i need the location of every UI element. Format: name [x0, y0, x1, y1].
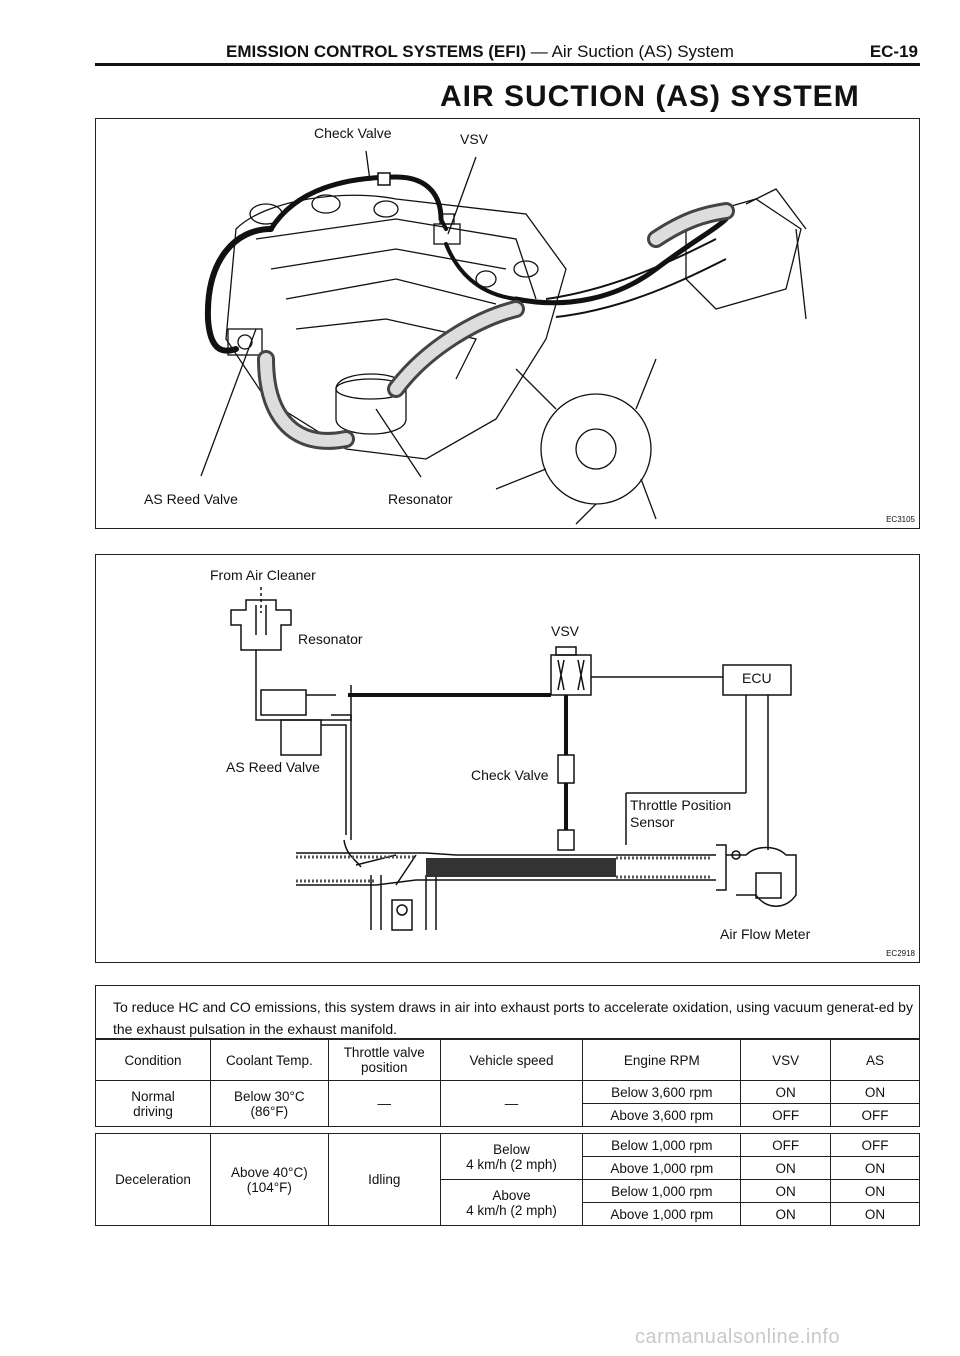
label-resonator-2: Resonator [298, 631, 363, 647]
label-resonator: Resonator [388, 491, 453, 507]
label-check-valve: Check Valve [314, 125, 392, 141]
label-throttle-position-sensor-line2: Sensor [630, 814, 675, 830]
as-cell: ON [830, 1080, 920, 1104]
as-cell: ON [830, 1179, 920, 1203]
table-row: Above 1,000 rpm ON ON [96, 1202, 920, 1226]
page-title: AIR SUCTION (AS) SYSTEM [440, 80, 860, 113]
rpm-cell: Above 1,000 rpm [582, 1156, 742, 1180]
as-cell: ON [830, 1156, 920, 1180]
as-cell: OFF [830, 1133, 920, 1157]
rpm-cell: Below 3,600 rpm [582, 1080, 742, 1104]
normal-throttle: — [327, 1080, 441, 1127]
label-throttle-position-sensor-line1: Throttle Position [630, 797, 732, 813]
table-row: Above 1,000 rpm ON ON [96, 1156, 920, 1180]
header-subsection: — Air Suction (AS) System [530, 42, 734, 61]
table-row: Deceleration Above 40°C)(104°F) Idling B… [95, 1133, 920, 1226]
vsv-cell: OFF [740, 1133, 832, 1157]
header-section: EMISSION CONTROL SYSTEMS (EFI) [226, 42, 527, 61]
label-vsv-2: VSV [551, 623, 580, 639]
header-engine-rpm: Engine RPM [582, 1039, 742, 1081]
decel-condition: Deceleration [95, 1133, 211, 1226]
watermark: carmanualsonline.info [635, 1326, 841, 1348]
normal-speed: — [439, 1080, 584, 1127]
rpm-cell: Below 1,000 rpm [582, 1179, 742, 1203]
label-as-reed-valve-2: AS Reed Valve [226, 759, 320, 775]
running-header: EMISSION CONTROL SYSTEMS (EFI) — Air Suc… [226, 42, 734, 62]
as-cell: OFF [830, 1103, 920, 1127]
vsv-cell: ON [740, 1202, 832, 1226]
as-cell: ON [830, 1202, 920, 1226]
vsv-cell: ON [740, 1179, 832, 1203]
figure-code-2: EC2918 [886, 949, 915, 958]
rpm-cell: Above 3,600 rpm [582, 1103, 742, 1127]
engine-illustration-figure: Check Valve VSV AS Reed Valve Resonator … [95, 118, 920, 529]
table-separator [95, 1126, 920, 1134]
system-schematic-figure: From Air Cleaner Resonator VSV ECU AS Re… [95, 554, 920, 963]
label-from-air-cleaner: From Air Cleaner [210, 567, 316, 583]
vsv-cell: ON [740, 1080, 832, 1104]
header-coolant-temp: Coolant Temp. [209, 1039, 329, 1081]
label-air-flow-meter: Air Flow Meter [720, 926, 811, 942]
description-box [95, 985, 920, 1039]
header-rule [95, 63, 920, 66]
label-vsv: VSV [460, 131, 489, 147]
system-schematic [230, 587, 797, 931]
page-number: EC-19 [869, 42, 918, 61]
decel-throttle: Idling [327, 1133, 441, 1226]
table-row: Above 3,600 rpm OFF OFF [96, 1103, 920, 1127]
label-ecu: ECU [742, 670, 772, 686]
label-check-valve-2: Check Valve [471, 767, 549, 783]
decel-coolant: Above 40°C)(104°F) [209, 1133, 329, 1226]
label-as-reed-valve: AS Reed Valve [144, 491, 238, 507]
header-vehicle-speed: Vehicle speed [439, 1039, 584, 1081]
figure-code: EC3105 [886, 515, 915, 524]
header-vsv: VSV [740, 1039, 832, 1081]
rpm-cell: Above 1,000 rpm [582, 1202, 742, 1226]
engine-illustration [200, 150, 807, 525]
description-text: To reduce HC and CO emissions, this syst… [113, 999, 913, 1037]
rpm-cell: Below 1,000 rpm [582, 1133, 742, 1157]
header-condition: Condition [95, 1039, 211, 1081]
header-as: AS [830, 1039, 920, 1081]
normal-coolant: Below 30°C(86°F) [209, 1080, 329, 1127]
vsv-cell: ON [740, 1156, 832, 1180]
vsv-cell: OFF [740, 1103, 832, 1127]
